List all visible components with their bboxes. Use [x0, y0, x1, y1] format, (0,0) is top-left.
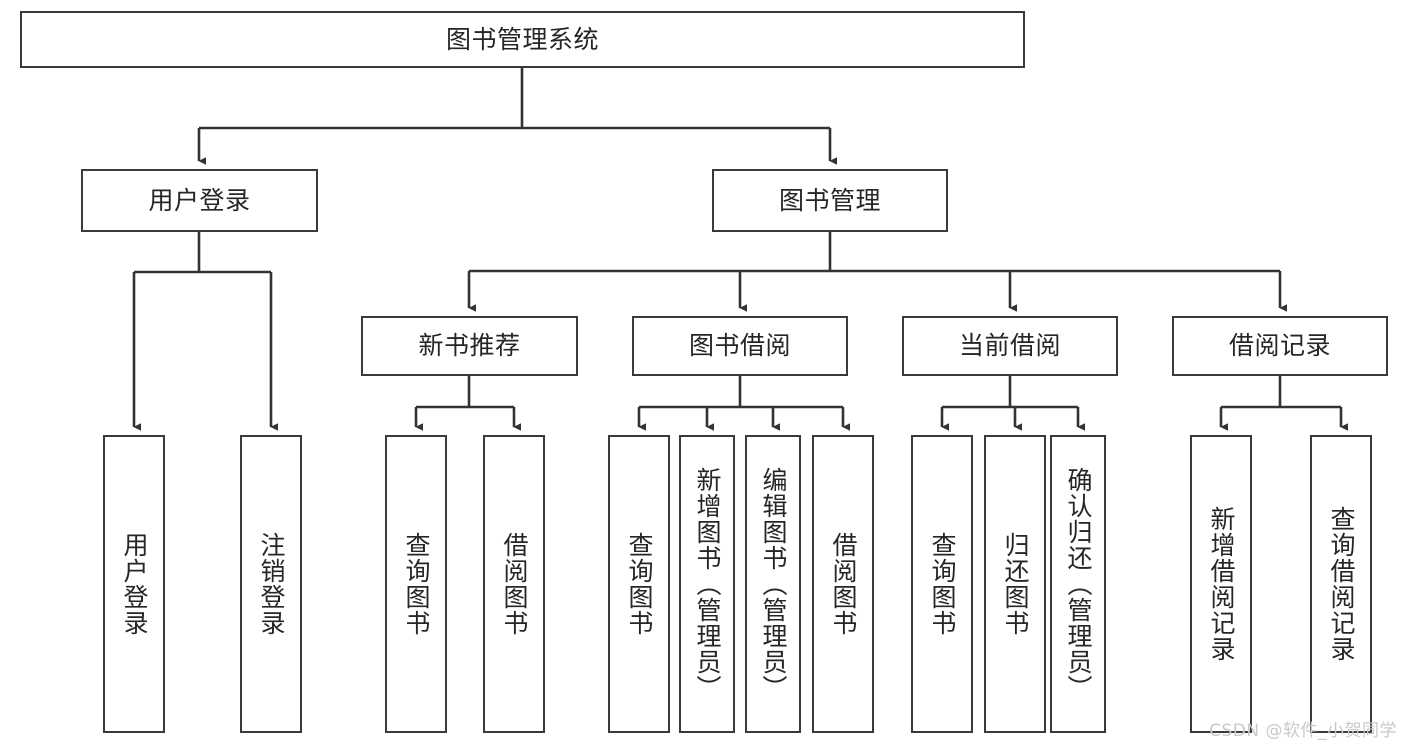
node-leaf-add-book-label: 新增图书（管理员） — [693, 467, 722, 701]
node-root[interactable]: 图书管理系统 — [20, 11, 1025, 68]
node-new-book-recommend[interactable]: 新书推荐 — [361, 316, 578, 376]
node-book-borrow-label: 图书借阅 — [688, 331, 791, 361]
csdn-watermark: CSDN @软件_小贺同学 — [1209, 721, 1397, 741]
node-borrow-record-label: 借阅记录 — [1228, 331, 1331, 361]
node-leaf-add-record-label: 新增借阅记录 — [1207, 506, 1236, 662]
node-leaf-borrow-book-1[interactable]: 借阅图书 — [483, 435, 545, 733]
node-leaf-edit-book[interactable]: 编辑图书（管理员） — [745, 435, 801, 733]
node-leaf-borrow-book-1-label: 借阅图书 — [500, 532, 529, 636]
node-leaf-confirm-return-label: 确认归还（管理员） — [1064, 467, 1093, 701]
node-leaf-query-record-label: 查询借阅记录 — [1327, 506, 1356, 662]
node-leaf-query-book-3[interactable]: 查询图书 — [911, 435, 973, 733]
node-borrow-record[interactable]: 借阅记录 — [1172, 316, 1388, 376]
node-leaf-return-book[interactable]: 归还图书 — [984, 435, 1046, 733]
node-new-book-recommend-label: 新书推荐 — [418, 331, 521, 361]
node-leaf-edit-book-label: 编辑图书（管理员） — [759, 467, 788, 701]
node-leaf-logout[interactable]: 注销登录 — [240, 435, 302, 733]
node-leaf-return-book-label: 归还图书 — [1001, 532, 1030, 636]
node-leaf-add-record[interactable]: 新增借阅记录 — [1190, 435, 1252, 733]
node-leaf-query-book-1[interactable]: 查询图书 — [385, 435, 447, 733]
node-leaf-confirm-return[interactable]: 确认归还（管理员） — [1050, 435, 1106, 733]
node-leaf-add-book[interactable]: 新增图书（管理员） — [679, 435, 735, 733]
node-leaf-query-record[interactable]: 查询借阅记录 — [1310, 435, 1372, 733]
node-book-manage-label: 图书管理 — [778, 185, 881, 215]
node-leaf-query-book-2-label: 查询图书 — [625, 532, 654, 636]
node-user-login[interactable]: 用户登录 — [81, 169, 318, 232]
node-current-borrow-label: 当前借阅 — [958, 331, 1061, 361]
node-leaf-query-book-3-label: 查询图书 — [928, 532, 957, 636]
node-current-borrow[interactable]: 当前借阅 — [902, 316, 1118, 376]
node-leaf-logout-label: 注销登录 — [257, 532, 286, 636]
node-leaf-user-login[interactable]: 用户登录 — [103, 435, 165, 733]
node-book-manage[interactable]: 图书管理 — [712, 169, 948, 232]
node-user-login-label: 用户登录 — [148, 185, 251, 215]
node-leaf-query-book-2[interactable]: 查询图书 — [608, 435, 670, 733]
node-root-label: 图书管理系统 — [445, 24, 599, 54]
node-leaf-borrow-book-2-label: 借阅图书 — [829, 532, 858, 636]
node-leaf-borrow-book-2[interactable]: 借阅图书 — [812, 435, 874, 733]
node-leaf-query-book-1-label: 查询图书 — [402, 532, 431, 636]
node-book-borrow[interactable]: 图书借阅 — [632, 316, 848, 376]
node-leaf-user-login-label: 用户登录 — [120, 532, 149, 636]
